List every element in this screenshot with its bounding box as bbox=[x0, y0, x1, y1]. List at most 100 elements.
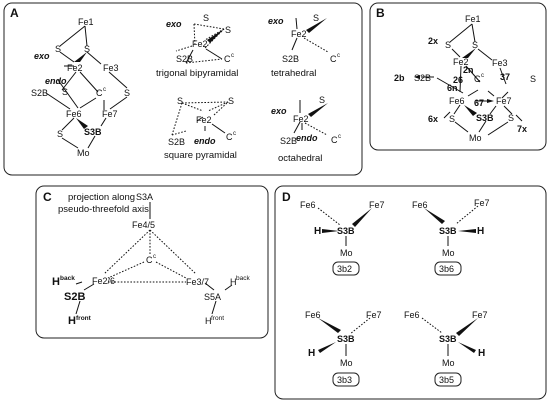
panel-b-label: B bbox=[376, 6, 385, 20]
d-3b2-id: 3b2 bbox=[337, 264, 352, 274]
b-pos-7x: 7x bbox=[517, 124, 527, 134]
c-back-right: back bbox=[236, 275, 250, 282]
b-c-sup: c bbox=[481, 73, 484, 79]
b-mo: Mo bbox=[469, 133, 482, 143]
d-3b5-h: H bbox=[478, 348, 485, 359]
a-fe3: Fe3 bbox=[103, 63, 119, 73]
d-3b3-fe6: Fe6 bbox=[305, 310, 321, 320]
d-3b6-id: 3b6 bbox=[439, 264, 454, 274]
panel-a-frame bbox=[3, 2, 363, 176]
b-fe6: Fe6 bbox=[449, 96, 465, 106]
tbp-exo: exo bbox=[166, 19, 182, 29]
d-3b3-tag bbox=[332, 372, 360, 387]
a-mo: Mo bbox=[77, 148, 90, 158]
a-fe2: Fe2 bbox=[67, 63, 83, 73]
a-fe7: Fe7 bbox=[102, 109, 118, 119]
tbp-s2: S bbox=[225, 25, 231, 35]
geometry-square-pyramidal: S S Fe2 S2B endo C c square pyramidal bbox=[164, 96, 237, 161]
conformer-3b6: Fe6 Fe7 S3B H Mo 3b6 bbox=[412, 198, 490, 276]
geometry-tetrahedral: exo S Fe2 S2B C c tetrahedral bbox=[268, 13, 340, 79]
d-3b2-fe6: Fe6 bbox=[300, 200, 316, 210]
d-3b2-mo: Mo bbox=[340, 248, 353, 258]
b-pos-2x: 2x bbox=[428, 36, 438, 46]
panel-d-frame bbox=[274, 185, 547, 400]
oct-s1: S bbox=[319, 95, 325, 105]
conformer-3b3: Fe6 Fe7 S3B H Mo 3b3 bbox=[305, 310, 382, 387]
oct-endo: endo bbox=[296, 133, 318, 143]
c-c-sup: c bbox=[153, 254, 156, 260]
oct-c-sup: c bbox=[338, 134, 341, 140]
b-pos-2n: 2n bbox=[463, 65, 474, 75]
oct-exo: exo bbox=[271, 106, 287, 116]
b-pos-67: 67 bbox=[474, 98, 484, 108]
d-3b6-h: H bbox=[477, 226, 484, 237]
panel-a: A Fe1 S S exo Fe2 e bbox=[3, 2, 363, 176]
a-s-mid-l: S bbox=[62, 87, 68, 97]
b-pos-2b: 2b bbox=[394, 73, 405, 83]
d-3b2-s3b: S3B bbox=[337, 226, 355, 236]
panel-b: B Fe1 S S 2x Fe2 Fe3 S 2n 26 C bbox=[369, 2, 547, 151]
b-s-left: S bbox=[445, 40, 451, 50]
conformer-3b2: Fe6 Fe7 S3B H Mo 3b2 bbox=[300, 200, 385, 276]
c-c: C bbox=[146, 255, 153, 265]
a-s-bl: S bbox=[57, 129, 63, 139]
d-3b3-h: H bbox=[308, 348, 315, 359]
b-fe2: Fe2 bbox=[453, 57, 469, 67]
c-back-left: back bbox=[60, 275, 75, 282]
b-pos-26: 26 bbox=[453, 75, 463, 85]
d-3b5-id: 3b5 bbox=[439, 375, 454, 385]
tet-exo: exo bbox=[268, 16, 284, 26]
b-pos-6n: 6n bbox=[447, 83, 458, 93]
a-c: C bbox=[96, 88, 103, 98]
c-h-front-right: H bbox=[205, 316, 212, 326]
d-3b6-fe6: Fe6 bbox=[412, 200, 428, 210]
tet-s1: S bbox=[313, 13, 319, 23]
d-3b3-id: 3b3 bbox=[337, 375, 352, 385]
oct-c: C bbox=[331, 135, 338, 145]
d-3b2-h: H bbox=[314, 226, 321, 237]
a-s3b: S3B bbox=[84, 127, 102, 137]
panel-b-frame bbox=[369, 2, 547, 151]
tbp-s1: S bbox=[203, 13, 209, 23]
panel-c-label: C bbox=[43, 190, 52, 204]
c-caption-2: pseudo-threefold axis bbox=[58, 204, 149, 215]
panel-d: D Fe6 Fe7 S3B H Mo 3b2 Fe6 Fe7 S3B H Mo bbox=[274, 185, 547, 400]
b-s-mr: S bbox=[530, 74, 536, 84]
tbp-c: C bbox=[224, 54, 231, 64]
tet-c: C bbox=[330, 54, 337, 64]
c-s5a: S5A bbox=[204, 292, 221, 302]
c-fe26: Fe2/6 bbox=[92, 276, 115, 286]
d-3b6-tag bbox=[434, 261, 462, 276]
c-fe37: Fe3/7 bbox=[186, 277, 209, 287]
c-caption-1: projection along bbox=[68, 192, 135, 203]
d-3b5-tag bbox=[434, 372, 462, 387]
c-fe45: Fe4/5 bbox=[132, 220, 155, 230]
b-c: C bbox=[474, 74, 481, 84]
d-3b6-mo: Mo bbox=[442, 248, 455, 258]
geometry-octahedral: exo S Fe2 S2B endo C c octahedral bbox=[271, 95, 341, 164]
c-h-front-left: H bbox=[68, 315, 76, 327]
tbp-caption: trigonal bipyramidal bbox=[156, 68, 238, 79]
a-s2b: S2B bbox=[31, 88, 48, 98]
d-3b5-fe6: Fe6 bbox=[404, 310, 420, 320]
a-s-left: S bbox=[55, 44, 61, 54]
sqp-endo: endo bbox=[194, 136, 216, 146]
a-fe6: Fe6 bbox=[66, 109, 82, 119]
tet-c-sup: c bbox=[337, 53, 340, 59]
sqp-c-sup: c bbox=[233, 131, 236, 137]
conformer-3b5: Fe6 Fe7 S3B H Mo 3b5 bbox=[404, 310, 488, 387]
a-c-sup: c bbox=[103, 87, 106, 93]
c-front-left: front bbox=[76, 315, 92, 322]
sqp-fe2: Fe2 bbox=[196, 115, 212, 125]
sqp-s2b: S2B bbox=[168, 137, 185, 147]
d-3b3-mo: Mo bbox=[340, 358, 353, 368]
b-s2b: S2B bbox=[414, 73, 431, 83]
d-3b5-s3b: S3B bbox=[439, 334, 457, 344]
b-s3b: S3B bbox=[476, 113, 494, 123]
b-fe7: Fe7 bbox=[496, 96, 512, 106]
tbp-s2b: S2B bbox=[176, 54, 193, 64]
b-s-br: S bbox=[508, 113, 514, 123]
a-s-mid-r: S bbox=[124, 88, 130, 98]
panel-c: C projection along pseudo-threefold axis… bbox=[35, 185, 269, 339]
tet-fe2: Fe2 bbox=[291, 29, 307, 39]
